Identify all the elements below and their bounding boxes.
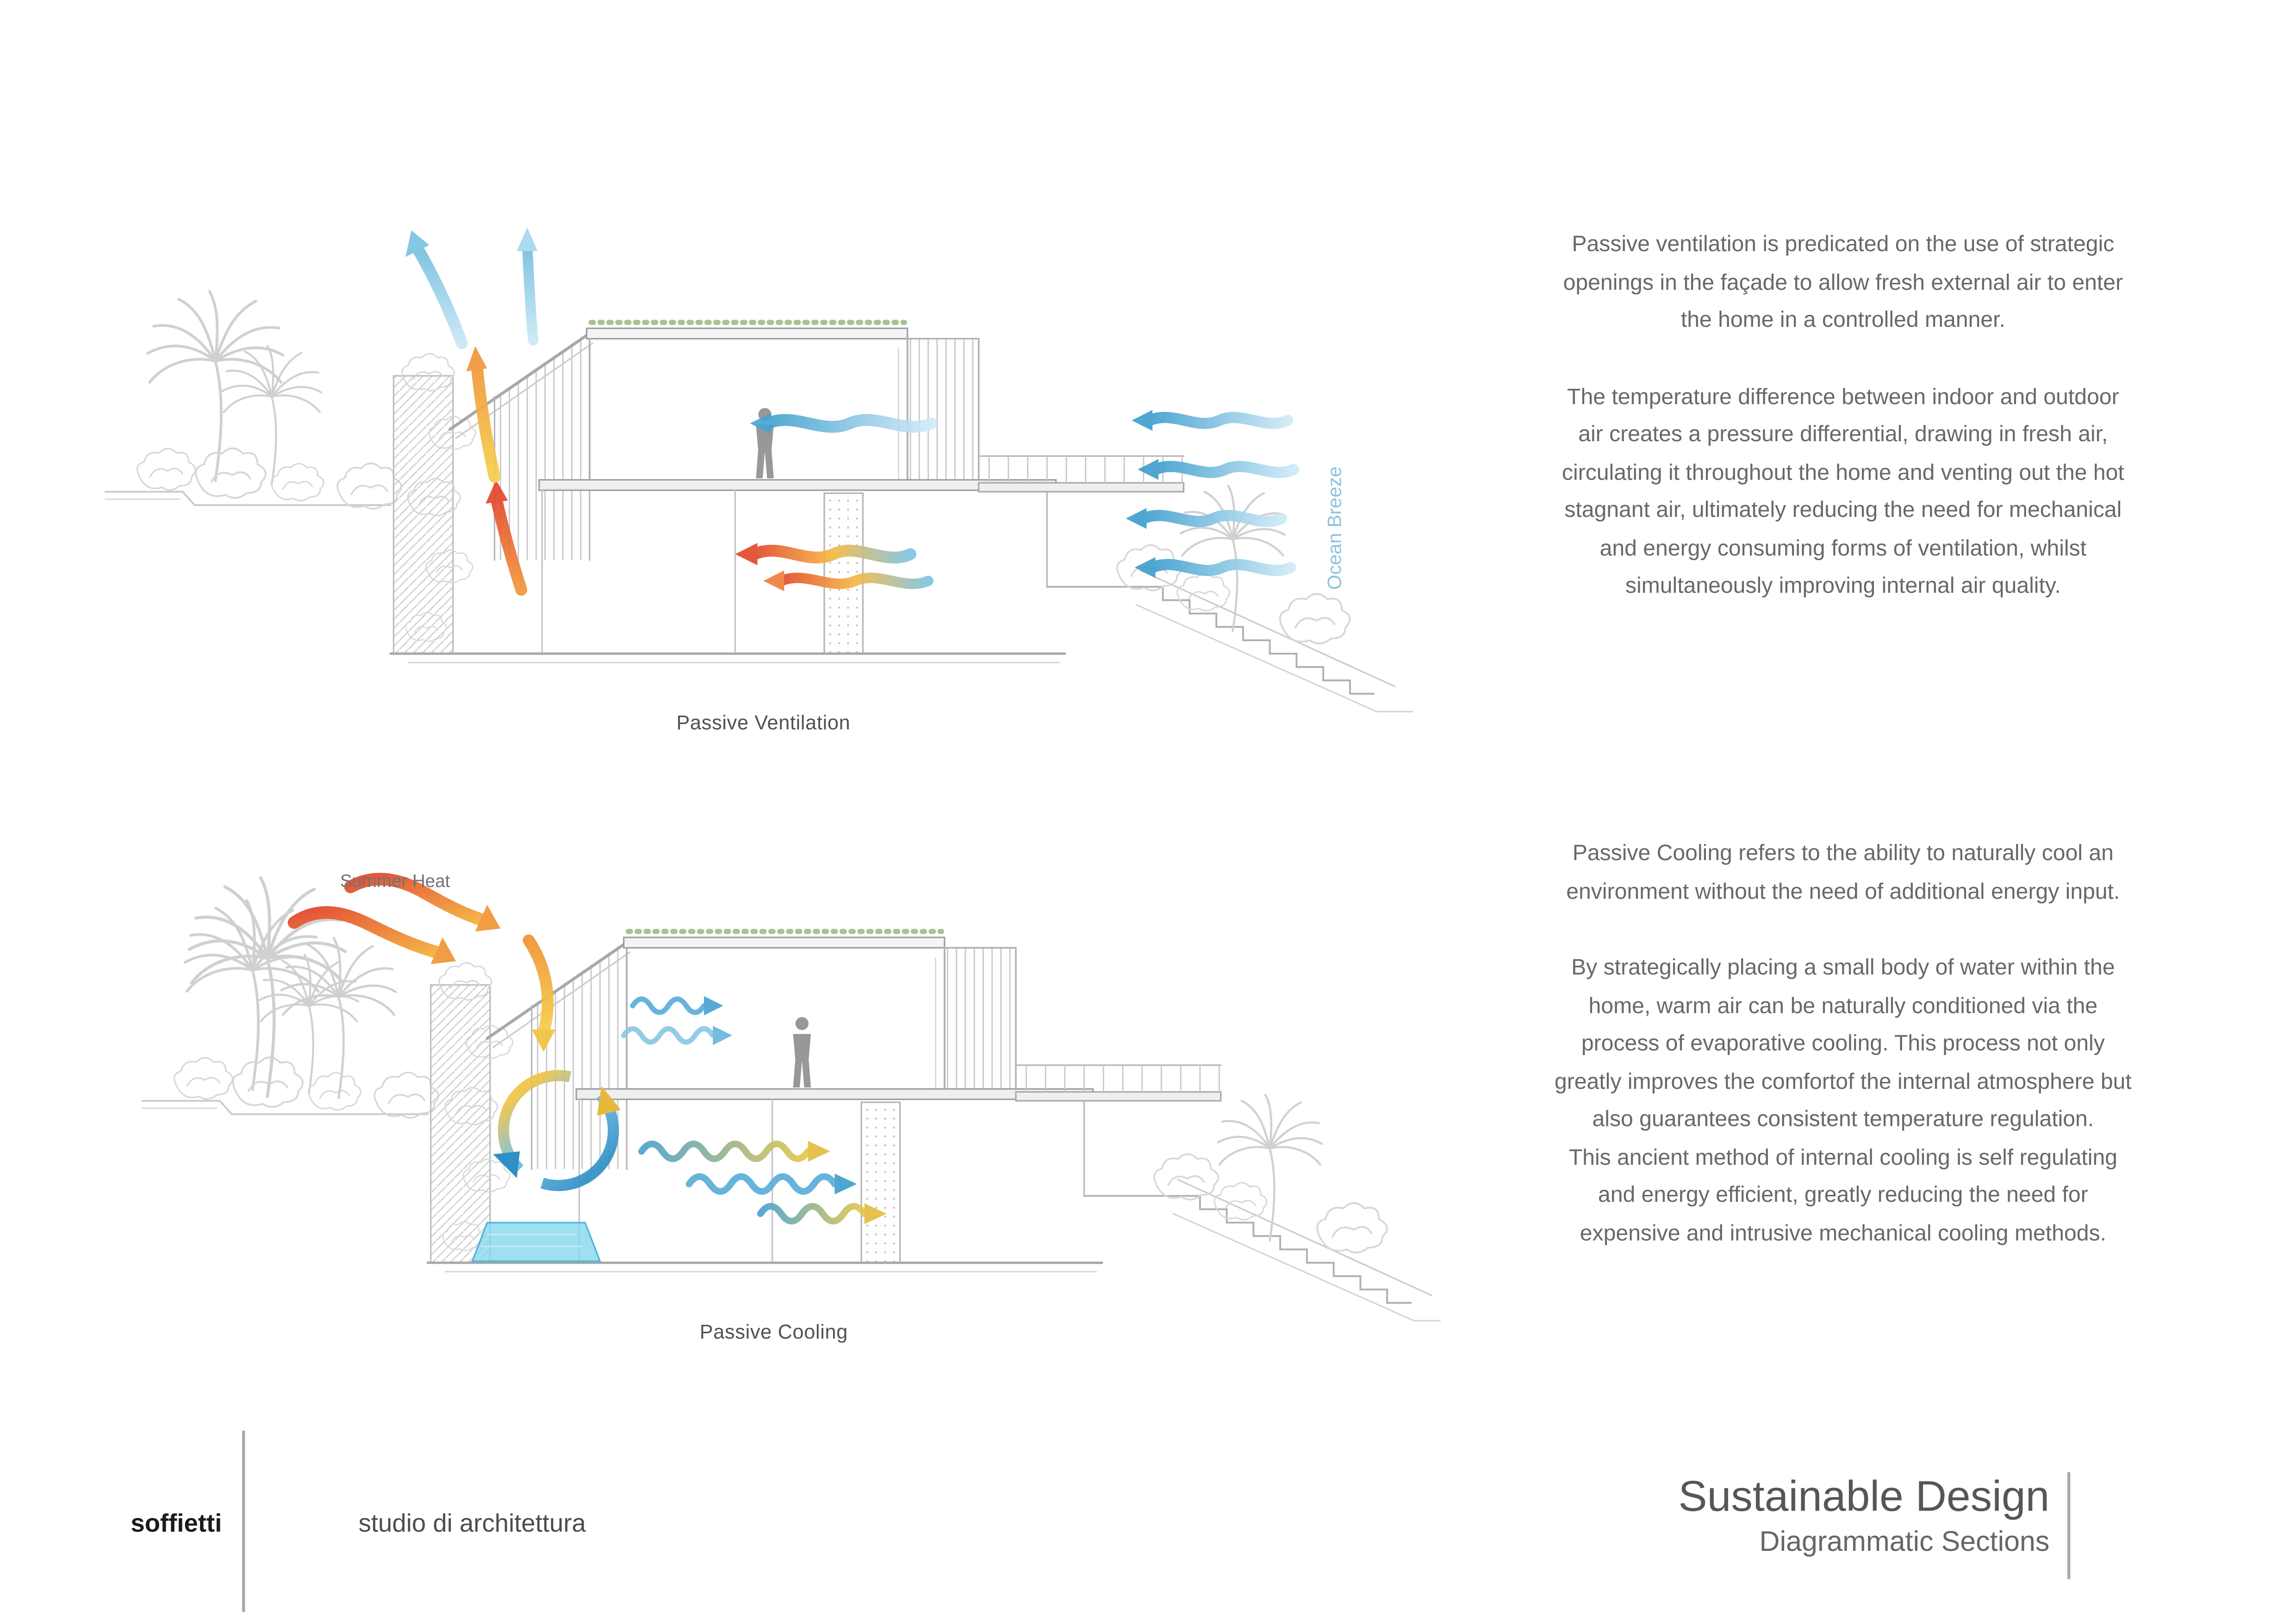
exhaust-rise-arrows bbox=[405, 227, 539, 596]
summer-heat-label: Summer Heat bbox=[340, 871, 450, 891]
cooling-paragraph-1: Passive Cooling refers to the ability to… bbox=[1566, 841, 2120, 904]
caption-passive-ventilation: Passive Ventilation bbox=[676, 712, 851, 734]
house-section bbox=[106, 292, 1412, 712]
evaporative-cycle-arrow bbox=[493, 1070, 621, 1191]
cooling-text-block: Passive Cooling refers to the ability to… bbox=[1552, 835, 2134, 1252]
interior-breeze-arrow bbox=[750, 413, 937, 434]
cooling-section-drawing: Summer Heat bbox=[89, 871, 1441, 1360]
caption-passive-cooling: Passive Cooling bbox=[699, 1320, 848, 1343]
sheet-title-divider bbox=[2067, 1472, 2071, 1580]
studio-titleblock: soffietti studio di architettura bbox=[131, 1509, 586, 1539]
ventilation-paragraph-2: The temperature difference between indoo… bbox=[1562, 384, 2124, 599]
studio-name: soffietti bbox=[131, 1509, 222, 1538]
cool-air-arrows-lower bbox=[638, 1140, 887, 1224]
diagram-passive-cooling: Summer Heat bbox=[89, 780, 1441, 1360]
pool-water bbox=[471, 1222, 601, 1262]
cooling-paragraph-3: This ancient method of internal cooling … bbox=[1568, 1144, 2118, 1246]
ventilation-text-block: Passive ventilation is predicated on the… bbox=[1552, 226, 2134, 606]
sheet-subtitle: Diagrammatic Sections bbox=[1759, 1527, 2050, 1558]
ocean-breeze-arrows bbox=[1126, 410, 1300, 578]
cool-air-arrows-upper bbox=[621, 996, 733, 1045]
titleblock-divider bbox=[242, 1430, 244, 1612]
cooling-paragraph-2: By strategically placing a small body of… bbox=[1554, 955, 2132, 1132]
house-section bbox=[143, 900, 1441, 1321]
ocean-breeze-label: Ocean Breeze bbox=[1324, 466, 1345, 590]
sheet-titleblock: Sustainable Design Diagrammatic Sections bbox=[1467, 1474, 2050, 1560]
sheet-title: Sustainable Design bbox=[1678, 1474, 2050, 1522]
diagram-passive-ventilation: Ocean Breeze bbox=[97, 141, 1433, 750]
summer-heat-arrows bbox=[287, 873, 556, 1052]
studio-descriptor: studio di architettura bbox=[358, 1509, 586, 1538]
warm-crossflow-arrows bbox=[735, 543, 933, 592]
ventilation-paragraph-1: Passive ventilation is predicated on the… bbox=[1563, 231, 2123, 333]
ventilation-section-drawing: Ocean Breeze bbox=[97, 227, 1433, 750]
